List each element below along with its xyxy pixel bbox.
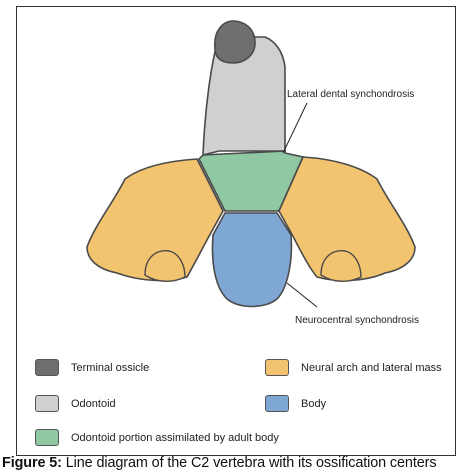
legend-swatch — [265, 395, 289, 412]
legend-swatch — [35, 395, 59, 412]
figure-caption: Figure 5: Line diagram of the C2 vertebr… — [2, 455, 474, 471]
legend-label: Neural arch and lateral mass — [301, 361, 442, 374]
legend-swatch — [265, 359, 289, 376]
left-neural-arch-region — [86, 158, 224, 282]
body-region — [211, 212, 293, 308]
right-lateral-mass-lobe — [320, 250, 362, 282]
legend-swatch — [35, 429, 59, 446]
right-neural-arch-region — [278, 156, 416, 282]
legend-label: Terminal ossicle — [71, 361, 150, 374]
caption-text: Line diagram of the C2 vertebra with its… — [61, 455, 437, 471]
lateral-dental-label: Lateral dental synchondrosis — [287, 89, 414, 100]
left-lateral-mass-lobe — [144, 250, 186, 282]
lateral-dental-leader — [282, 102, 308, 154]
legend-item-neural-arch: Neural arch and lateral mass — [265, 359, 442, 376]
legend-swatch — [35, 359, 59, 376]
legend-label: Odontoid portion assimilated by adult bo… — [71, 431, 279, 444]
neurocentral-leader — [286, 282, 318, 308]
legend-item-terminal-ossicle: Terminal ossicle — [35, 359, 149, 376]
legend-item-odontoid: Odontoid — [35, 395, 116, 412]
figure-frame: Lateral dental synchondrosis Neurocentra… — [16, 6, 456, 456]
caption-label: Figure 5: — [2, 455, 62, 471]
legend-item-body: Body — [265, 395, 326, 412]
legend-item-odontoid-portion: Odontoid portion assimilated by adult bo… — [35, 429, 279, 446]
legend-label: Body — [301, 397, 327, 410]
neurocentral-label: Neurocentral synchondrosis — [295, 315, 419, 326]
c2-vertebra-diagram: Lateral dental synchondrosis Neurocentra… — [86, 20, 419, 326]
legend-label: Odontoid — [71, 397, 116, 410]
terminal-ossicle-region — [213, 20, 256, 64]
